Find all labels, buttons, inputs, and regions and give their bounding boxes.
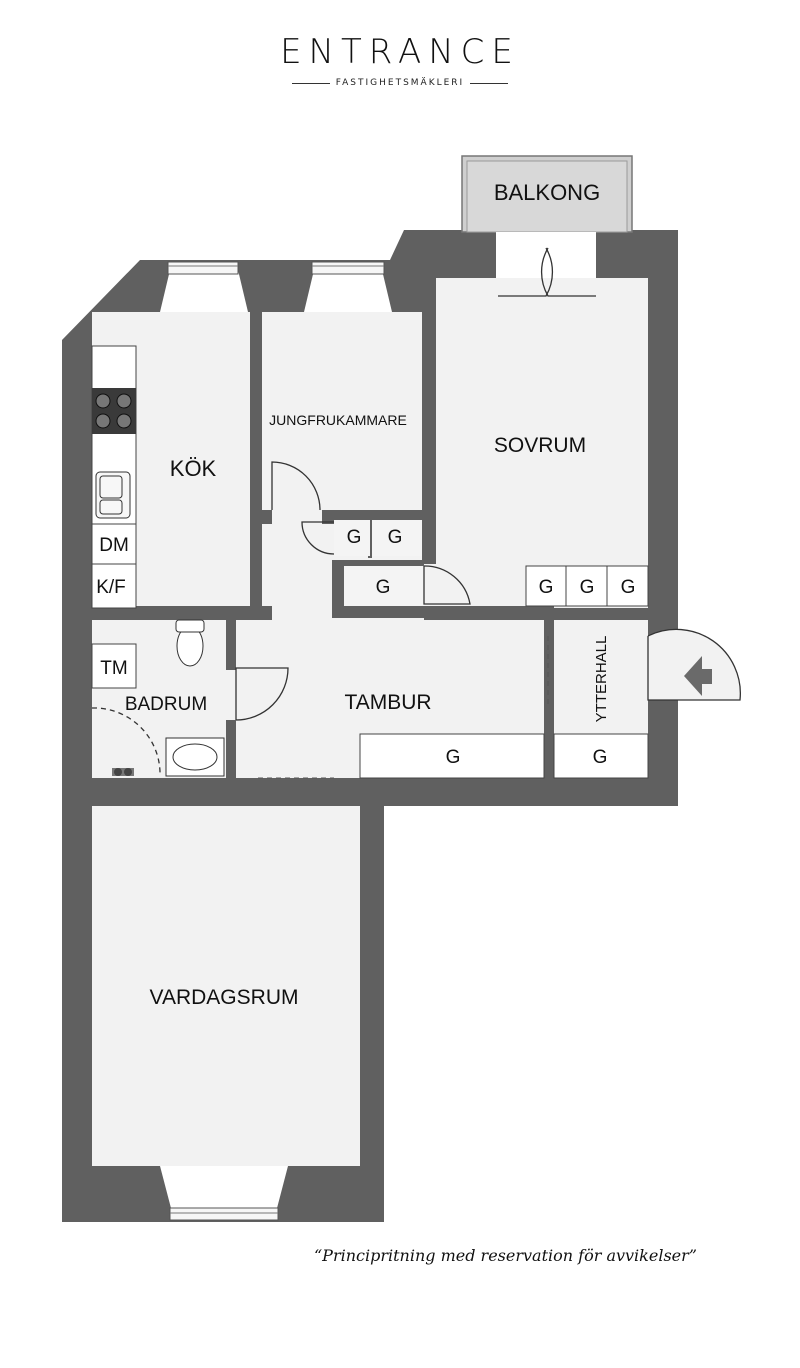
fridge-freezer-label: K/F	[96, 577, 126, 598]
tagline-rule-left	[291, 82, 330, 84]
room-label-vardagsrum: VARDAGSRUM	[150, 986, 299, 1009]
disclaimer-caption: “Principritning med reservation för avvi…	[314, 1246, 697, 1265]
wardrobes-bedroom: G G G	[525, 565, 649, 607]
entrance-arrow-icon	[684, 656, 712, 696]
room-label-balkong: BALKONG	[494, 180, 600, 205]
bathroom-fixtures: TM	[91, 619, 225, 777]
wardrobes-maid: G G G	[334, 520, 424, 606]
wardrobe-label-2: G	[388, 527, 403, 548]
room-label-ytterhall: YTTERHALL	[593, 636, 610, 723]
shower-tap-icon	[112, 768, 134, 776]
living-floor	[92, 806, 360, 1166]
wardrobe-label-3: G	[376, 577, 391, 598]
stove-burner-icon	[116, 413, 132, 429]
brand-logo: ENTRANCE	[280, 32, 520, 72]
maid-room-floor	[262, 312, 422, 522]
room-label-jungfrukammare: JUNGFRUKAMMARE	[269, 412, 407, 428]
kitchen-counter: DM K/F	[91, 345, 137, 609]
room-labels: BALKONG KÖK JUNGFRUKAMMARE SOVRUM TAMBUR…	[125, 180, 610, 1009]
brand-tagline: FASTIGHETSMÄKLERI	[335, 78, 465, 88]
sink-icon	[95, 471, 131, 519]
room-label-sovrum: SOVRUM	[494, 434, 586, 457]
windows	[160, 232, 596, 1221]
room-label-badrum: BADRUM	[125, 694, 207, 715]
washing-machine-label: TM	[100, 658, 127, 679]
dishwasher-label: DM	[99, 535, 129, 556]
wardrobe-label-4: G	[539, 577, 554, 598]
wardrobe-label-8: G	[593, 747, 608, 768]
wardrobe-label-5: G	[580, 577, 595, 598]
wardrobe-label-1: G	[347, 527, 362, 548]
brand-tagline-row: FASTIGHETSMÄKLERI	[0, 78, 800, 88]
room-label-kok: KÖK	[170, 456, 217, 481]
interior-walls	[92, 312, 678, 1166]
wardrobes-hall: G G	[359, 733, 649, 779]
room-label-tambur: TAMBUR	[344, 691, 431, 714]
wardrobe-label-6: G	[621, 577, 636, 598]
stove-burner-icon	[116, 393, 132, 409]
wardrobe-label-7: G	[446, 747, 461, 768]
stove-burner-icon	[95, 413, 111, 429]
stove-burner-icon	[95, 393, 111, 409]
tagline-rule-right	[470, 82, 509, 84]
